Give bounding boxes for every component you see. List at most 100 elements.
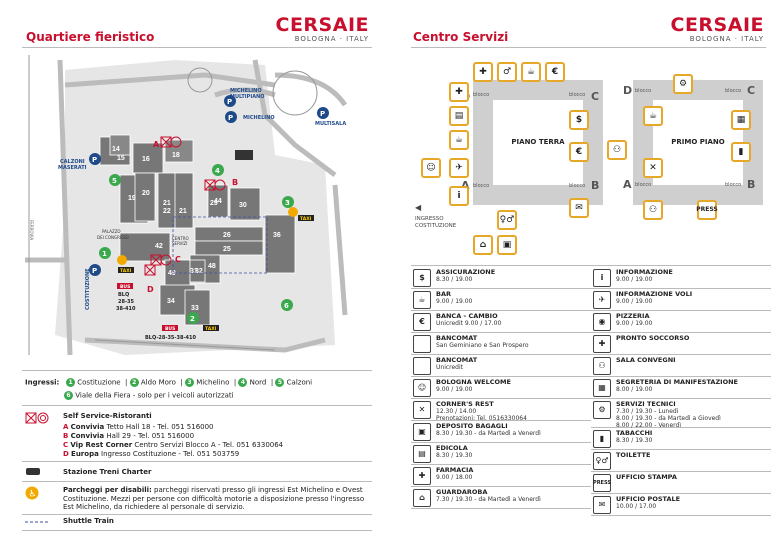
service-title: INFORMAZIONE VOLI: [616, 290, 693, 298]
service-hours: 7.30 / 19.30 - Lunedì 8.00 / 19.30 - da …: [616, 408, 721, 429]
service-hours: 8.30 / 19.30 - da Martedì a Venerdì: [436, 430, 541, 437]
blocco-c-label: blocco: [569, 92, 586, 98]
pp-blocco-a-letter: A: [623, 178, 632, 191]
secretariat-icon: ▦: [731, 110, 751, 130]
pp-blocco-d-label: blocco: [635, 88, 652, 94]
pp-blocco-a-label: blocco: [635, 182, 652, 188]
svg-text:B: B: [232, 178, 238, 187]
service-hours: Unicredit: [436, 364, 464, 371]
pp-blocco-b-label: blocco: [725, 182, 742, 188]
svg-text:COSTITUZIONE: COSTITUZIONE: [85, 268, 91, 310]
service-title: PRONTO SOCCORSO: [616, 334, 690, 342]
divider: [22, 530, 372, 531]
service-icon: ✚: [413, 467, 431, 485]
train-label: Stazione Treni Charter: [63, 468, 152, 476]
ingressi-legend: Ingressi: 1 Costituzione | 2 Aldo Moro |…: [25, 378, 313, 387]
svg-text:MASERATI: MASERATI: [58, 165, 87, 171]
divider: [411, 47, 766, 48]
divider: [22, 481, 372, 482]
train-legend: Stazione Treni Charter: [25, 465, 375, 479]
divider: [411, 265, 771, 266]
ingresso-3: Michelino: [196, 378, 230, 387]
service-hours: 9.00 / 19.00: [616, 298, 653, 305]
svg-text:30: 30: [239, 202, 247, 209]
blocco-b-letter: B: [591, 179, 600, 192]
guardaroba-icon: ⌂: [473, 235, 493, 255]
service-hours: 8.30 / 19.00: [436, 276, 473, 283]
ingresso-label: INGRESSO COSTITUZIONE: [415, 216, 457, 229]
svg-text:DEI CONGRESSI: DEI CONGRESSI: [97, 235, 129, 240]
service-title: TOILETTE: [616, 451, 651, 459]
piano-terra-inner: [493, 100, 583, 185]
shuttle-label: Shuttle Train: [63, 517, 114, 525]
service-title: BOLOGNA WELCOME: [436, 378, 511, 386]
service-hours: 9.00 / 19.00: [616, 320, 653, 327]
service-hours: 7.30 / 19.30 - da Martedì a Venerdì: [436, 496, 541, 503]
floor-plans: PIANO TERRA D blocco C blocco A blocco B…: [411, 60, 766, 260]
service-title: SALA CONVEGNI: [616, 356, 676, 364]
toilette-icon: ♂: [497, 62, 517, 82]
service-icon: [413, 357, 431, 375]
post-office-icon: ✉: [569, 198, 589, 218]
service-hours: San Geminiano e San Prospero: [436, 342, 529, 349]
ingresso-4: Nord: [249, 378, 267, 387]
service-icon: ◉: [593, 313, 611, 331]
service-icon: ⚇: [593, 357, 611, 375]
service-icon: ⌂: [413, 489, 431, 507]
service-icon: ✚: [593, 335, 611, 353]
svg-text:MULTIPIANO: MULTIPIANO: [230, 94, 265, 100]
svg-text:21: 21: [163, 200, 171, 207]
ingresso-6: Viale della Fiera - solo per i veicoli a…: [75, 391, 234, 400]
service-hours: 9.00 / 18.00: [436, 474, 473, 481]
service-icon: ▮: [593, 430, 611, 448]
service-icon: €: [413, 313, 431, 331]
blocco-d-label: blocco: [473, 92, 490, 98]
shuttle-legend: Shuttle Train: [25, 517, 375, 529]
svg-text:MULTISALA: MULTISALA: [315, 121, 346, 127]
toilette-icon: ♀♂: [497, 210, 517, 230]
flight-icon: ✈: [449, 158, 469, 178]
svg-text:38-410: 38-410: [116, 306, 136, 312]
ingressi-label: Ingressi:: [25, 378, 60, 387]
train-icon: [26, 468, 40, 475]
luggage-icon: ▣: [497, 235, 517, 255]
svg-text:29: 29: [210, 200, 218, 207]
service-icon: ▣: [413, 423, 431, 441]
svg-text:6: 6: [284, 302, 289, 310]
service-icon: ✕: [413, 401, 431, 419]
service-icon: ▦: [593, 379, 611, 397]
ingresso-6-row: 6 Viale della Fiera - solo per i veicoli…: [64, 391, 374, 400]
service-title: EDICOLA: [436, 444, 468, 452]
restaurants-legend: Self Service-Ristoranti A Convivia Tetto…: [25, 410, 375, 460]
svg-text:31: 31: [190, 268, 198, 275]
svg-text:CENTRO: CENTRO: [172, 236, 189, 241]
service-title: DEPOSITO BAGAGLI: [436, 422, 508, 430]
service-hours: 12.30 / 14.00 Prenotazioni: Tel. 0516330…: [436, 408, 527, 422]
service-icon: ✈: [593, 291, 611, 309]
divider: [22, 370, 372, 371]
svg-text:MICHELINO: MICHELINO: [243, 115, 275, 121]
service-icon: ☺: [413, 379, 431, 397]
logo-name: CERSAIE: [275, 14, 369, 36]
gate-5-icon: 5: [275, 378, 285, 387]
service-hours: 9.00 / 19.00: [616, 276, 653, 283]
service-title: SERVIZI TECNICI: [616, 400, 676, 408]
svg-text:15: 15: [117, 155, 125, 162]
page-title-quartiere: Quartiere fieristico: [26, 30, 155, 44]
service-icon: ▤: [413, 445, 431, 463]
primo-piano-inner: [653, 100, 743, 185]
service-row: ♀♂TOILETTE: [591, 450, 771, 472]
svg-text:32: 32: [195, 268, 203, 275]
service-title: SEGRETERIA DI MANIFESTAZIONE: [616, 378, 738, 386]
gate-3-icon: 3: [184, 378, 194, 387]
service-icon: PRESS: [593, 474, 611, 492]
svg-text:25: 25: [223, 246, 231, 253]
svg-text:P: P: [228, 114, 233, 122]
